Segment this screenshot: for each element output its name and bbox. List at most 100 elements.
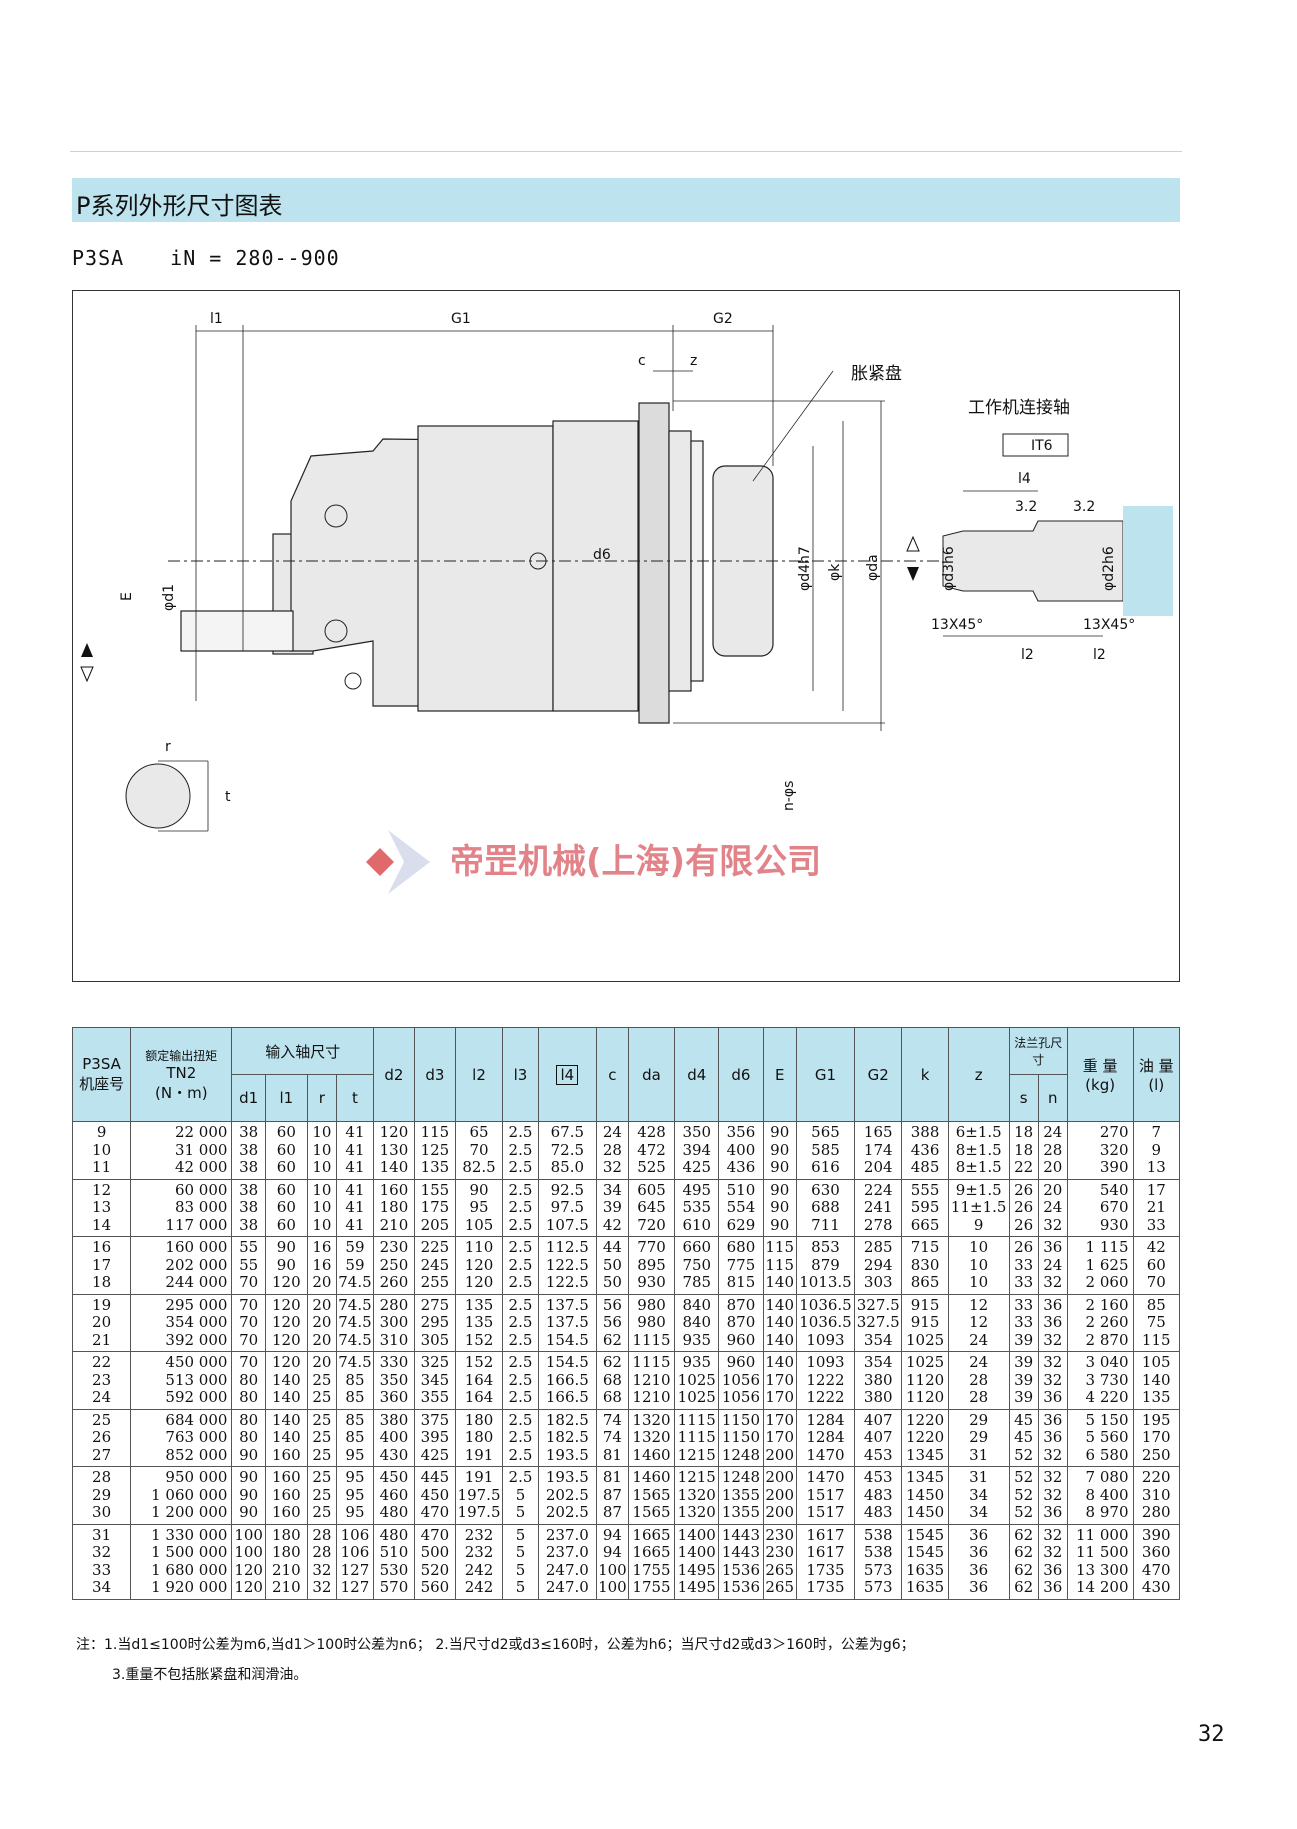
watermark: 帝罡机械(上海)有限公司 <box>358 822 898 902</box>
table-cell-s: 39 39 39 <box>1008 1351 1039 1409</box>
table-cell-G1: 1093 1222 1222 <box>795 1351 856 1409</box>
table-cell-d1: 90 90 90 <box>231 1466 266 1524</box>
table-cell-l3: 2.5 2.5 2.5 <box>502 1293 539 1352</box>
table-cell-E: 200 200 200 <box>762 1466 797 1524</box>
table-cell-t: 59 59 74.5 <box>335 1236 374 1294</box>
table-cell-oil: 220 310 280 <box>1132 1466 1180 1524</box>
table-cell-r: 25 25 25 <box>306 1408 337 1467</box>
arrow-down-icon <box>80 666 94 683</box>
table-cell-l4: 237.0 237.0 247.0 247.0 <box>537 1523 597 1600</box>
dim-z: z <box>690 353 697 369</box>
table-cell-G1: 630 688 711 <box>795 1178 856 1237</box>
table-cell-d3: 325 345 355 <box>413 1351 456 1409</box>
table-cell-W: 270 320 390 <box>1066 1121 1134 1179</box>
table-cell-d2: 120 130 140 <box>372 1121 415 1179</box>
table-cell-k: 915 915 1025 <box>901 1293 949 1352</box>
table-cell-z: 31 34 34 <box>947 1466 1010 1524</box>
table-cell-G1: 565 585 616 <box>795 1121 856 1179</box>
dim-l1: l1 <box>210 311 223 327</box>
dim-r: r <box>165 739 171 755</box>
table-cell-s: 33 33 39 <box>1008 1293 1039 1352</box>
table-cell-d2: 380 400 430 <box>372 1408 415 1467</box>
chamfer-right: 13X45° <box>1083 617 1135 633</box>
table-cell-da: 1665 1665 1755 1755 <box>627 1523 676 1600</box>
table-cell-r: 20 20 20 <box>306 1293 337 1352</box>
table-cell-d6: 960 1056 1056 <box>718 1351 764 1409</box>
table-cell-z: 12 12 24 <box>947 1293 1010 1352</box>
table-cell-d4: 1115 1115 1215 <box>674 1408 720 1467</box>
table-cell-l2: 135 135 152 <box>454 1293 504 1352</box>
bolt-circle-1 <box>324 504 348 528</box>
arrow-up-icon <box>81 643 93 657</box>
notes: 注：1.当d1≤100时公差为m6,当d1＞100时公差为n6； 2.当尺寸d2… <box>76 1630 915 1690</box>
table-cell-l3: 2.5 2.5 2.5 <box>502 1121 539 1179</box>
table-cell-z: 9±1.5 11±1.5 9 <box>947 1178 1010 1237</box>
table-cell-l2: 232 232 242 242 <box>454 1523 504 1600</box>
gearbox-drawing-svg: l1 G1 G2 c z d6 φd4h7 φk φda φd1 E r t n… <box>80 311 1173 832</box>
table-cell-size: 12 13 14 <box>71 1178 132 1237</box>
table-cell-E: 115 115 140 <box>762 1236 797 1294</box>
th-oil: 油 量(l) <box>1132 1027 1180 1122</box>
table-cell-l1: 60 60 60 <box>264 1121 308 1179</box>
dim-d3h6: φd3h6 <box>941 546 957 591</box>
table-cell-d4: 935 1025 1025 <box>674 1351 720 1409</box>
table-cell-d4: 1400 1400 1495 1495 <box>674 1523 720 1600</box>
th-input-shaft: 输入轴尺寸 <box>231 1027 374 1075</box>
table-cell-E: 90 90 90 <box>762 1121 797 1179</box>
table-cell-E: 140 140 140 <box>762 1293 797 1352</box>
table-cell-d3: 445 450 470 <box>413 1466 456 1524</box>
table-cell-t: 106 106 127 127 <box>335 1523 374 1600</box>
table-cell-r: 10 10 10 <box>306 1178 337 1237</box>
th-da: da <box>627 1027 676 1122</box>
table-cell-l4: 112.5 122.5 122.5 <box>537 1236 597 1294</box>
dim-l2-left: l2 <box>1021 647 1034 663</box>
th-c: c <box>595 1027 629 1122</box>
dim-k: φk <box>827 563 843 581</box>
table-cell-d4: 1215 1320 1320 <box>674 1466 720 1524</box>
th-n: n <box>1037 1074 1068 1122</box>
table-cell-T: 684 000 763 000 852 000 <box>130 1408 233 1467</box>
table-cell-da: 605 645 720 <box>627 1178 676 1237</box>
table-cell-l2: 110 120 120 <box>454 1236 504 1294</box>
table-cell-oil: 195 170 250 <box>1132 1408 1180 1467</box>
table-cell-d2: 230 250 260 <box>372 1236 415 1294</box>
note-line-1: 注：1.当d1≤100时公差为m6,当d1＞100时公差为n6； 2.当尺寸d2… <box>76 1637 915 1653</box>
table-cell-oil: 17 21 33 <box>1132 1178 1180 1237</box>
table-cell-size: 22 23 24 <box>71 1351 132 1409</box>
dim-l2-right: l2 <box>1093 647 1106 663</box>
table-cell-d3: 275 295 305 <box>413 1293 456 1352</box>
key-section-circle <box>125 763 191 829</box>
table-cell-l2: 180 180 191 <box>454 1408 504 1467</box>
logo-icon <box>366 830 430 894</box>
table-cell-da: 980 980 1115 <box>627 1293 676 1352</box>
table-cell-size: 16 17 18 <box>71 1236 132 1294</box>
table-cell-t: 85 85 95 <box>335 1408 374 1467</box>
second-stage-housing <box>417 425 554 712</box>
table-cell-T: 950 000 1 060 000 1 200 000 <box>130 1466 233 1524</box>
table-cell-c: 44 50 50 <box>595 1236 629 1294</box>
table-cell-W: 7 080 8 400 8 970 <box>1066 1466 1134 1524</box>
input-shaft-shape <box>180 610 294 652</box>
table-cell-d1: 70 80 80 <box>231 1351 266 1409</box>
table-cell-G2: 165 174 204 <box>854 1121 903 1179</box>
table-cell-z: 29 29 31 <box>947 1408 1010 1467</box>
chamfer-left: 13X45° <box>931 617 983 633</box>
table-cell-d3: 225 245 255 <box>413 1236 456 1294</box>
table-cell-E: 90 90 90 <box>762 1178 797 1237</box>
table-cell-s: 26 26 26 <box>1008 1178 1039 1237</box>
table-cell-s: 45 45 52 <box>1008 1408 1039 1467</box>
table-cell-d6: 1248 1355 1355 <box>718 1466 764 1524</box>
drain-plug <box>344 672 362 690</box>
tolerance-value: IT6 <box>1031 438 1053 454</box>
table-cell-G1: 1470 1517 1517 <box>795 1466 856 1524</box>
ratio-label: iN = 280--900 <box>170 246 340 270</box>
table-cell-z: 10 10 10 <box>947 1236 1010 1294</box>
table-cell-E: 140 170 170 <box>762 1351 797 1409</box>
th-G2: G2 <box>854 1027 903 1122</box>
table-cell-da: 1460 1565 1565 <box>627 1466 676 1524</box>
